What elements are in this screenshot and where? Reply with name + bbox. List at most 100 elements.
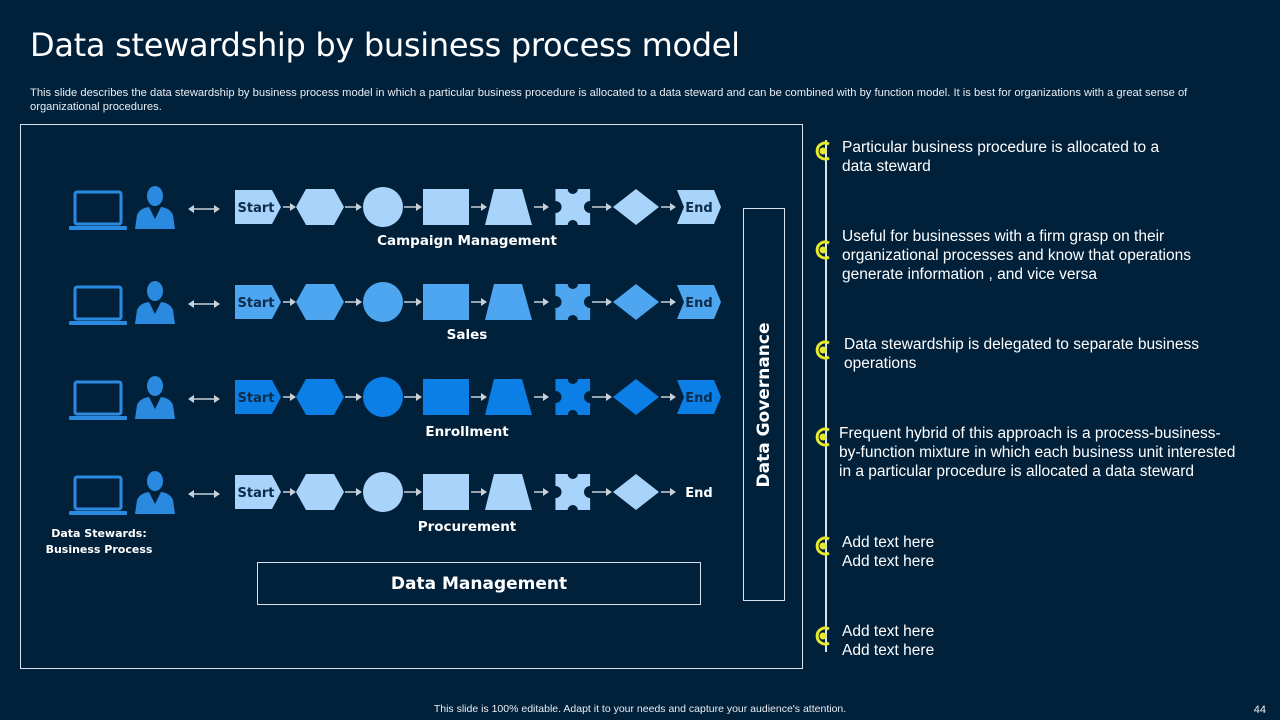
laptop-icon [69,285,127,325]
flow-arrow-icon [404,298,422,306]
process-row: Start End [67,185,727,235]
square-step [423,474,469,510]
end-label: End [685,201,712,216]
hexagon-step [296,284,344,320]
square-step [423,284,469,320]
flow-arrow-icon [592,393,612,401]
timeline-text: Particular business procedure is allocat… [842,139,1160,175]
data-stewards-label: Data Stewards: Business Process [45,527,153,556]
laptop-icon [69,475,127,515]
flow-arrow-icon [534,488,549,496]
process-row: Start End [67,375,727,425]
laptop-icon [69,380,127,420]
end-label: End [685,486,712,501]
end-label: End [685,391,712,406]
process-flow: Start End [235,187,721,227]
start-step: Start [235,190,281,224]
end-label: End [685,296,712,311]
flow-arrow-icon [661,298,676,306]
process-flow: Start End [235,282,721,322]
puzzle-step [555,474,591,510]
diamond-step [613,284,659,320]
end-step: End [677,190,721,224]
business-person-icon [135,186,175,229]
end-step: End [677,380,721,414]
hexagon-step [296,379,344,415]
data-governance-label: Data Governance [754,321,774,488]
flow-arrow-icon [592,203,612,211]
circle-step [363,187,403,227]
footer-note: This slide is 100% editable. Adapt it to… [433,703,847,715]
start-step: Start [235,285,281,319]
process-label: Enrollment [425,424,509,440]
flow-arrow-icon [283,488,296,496]
timeline-text: Useful for businesses with a firm grasp … [842,228,1191,283]
puzzle-step [555,284,591,320]
page-title: Data stewardship by business process mod… [30,26,740,64]
end-step: End [685,486,712,501]
start-step: Start [235,380,281,414]
timeline-text: Frequent hybrid of this approach is a pr… [839,425,1236,480]
puzzle-step [555,189,591,225]
trapezoid-step [485,379,532,415]
flow-arrow-icon [345,393,362,401]
flow-arrow-icon [283,393,296,401]
bidirectional-arrow-icon [188,395,220,403]
process-label: Procurement [417,519,517,535]
start-step: Start [235,475,281,509]
flow-arrow-icon [345,203,362,211]
timeline-marker-icon [815,536,830,556]
flow-arrow-icon [404,393,422,401]
trapezoid-step [485,284,532,320]
timeline-marker-icon [815,240,830,260]
flow-arrow-icon [345,488,362,496]
flow-arrow-icon [471,488,487,496]
page-number: 44 [1253,704,1266,716]
process-label: Sales [446,327,488,343]
timeline-line [825,140,827,652]
data-governance-box: Data Governance [743,208,785,601]
flow-arrow-icon [404,488,422,496]
flow-arrow-icon [592,298,612,306]
diagram-frame [20,124,803,669]
timeline-marker-icon [815,340,830,360]
diamond-step [613,474,659,510]
flow-arrow-icon [534,393,549,401]
square-step [423,379,469,415]
timeline-text: Data stewardship is delegated to separat… [844,336,1199,372]
circle-step [363,472,403,512]
flow-arrow-icon [661,203,676,211]
timeline-marker-icon [815,141,830,161]
bidirectional-arrow-icon [188,205,220,213]
start-label: Start [238,201,275,216]
diamond-step [613,379,659,415]
flow-arrow-icon [283,203,296,211]
trapezoid-step [485,189,532,225]
process-label: Campaign Management [377,233,557,249]
flow-arrow-icon [661,393,676,401]
process-row: Start End [67,470,727,520]
data-management-box: Data Management [257,562,701,605]
timeline-marker-icon [815,427,830,447]
flow-arrow-icon [471,203,487,211]
diamond-step [613,189,659,225]
business-person-icon [135,376,175,419]
bidirectional-arrow-icon [188,490,220,498]
circle-step [363,377,403,417]
flow-arrow-icon [345,298,362,306]
flow-arrow-icon [534,203,549,211]
bidirectional-arrow-icon [188,300,220,308]
start-label: Start [238,296,275,311]
process-flow: Start End [235,472,713,512]
start-label: Start [238,391,275,406]
flow-arrow-icon [404,203,422,211]
flow-arrow-icon [661,488,676,496]
circle-step [363,282,403,322]
flow-arrow-icon [471,298,487,306]
flow-arrow-icon [592,488,612,496]
start-label: Start [238,486,275,501]
process-flow: Start End [235,377,721,417]
business-person-icon [135,471,175,514]
